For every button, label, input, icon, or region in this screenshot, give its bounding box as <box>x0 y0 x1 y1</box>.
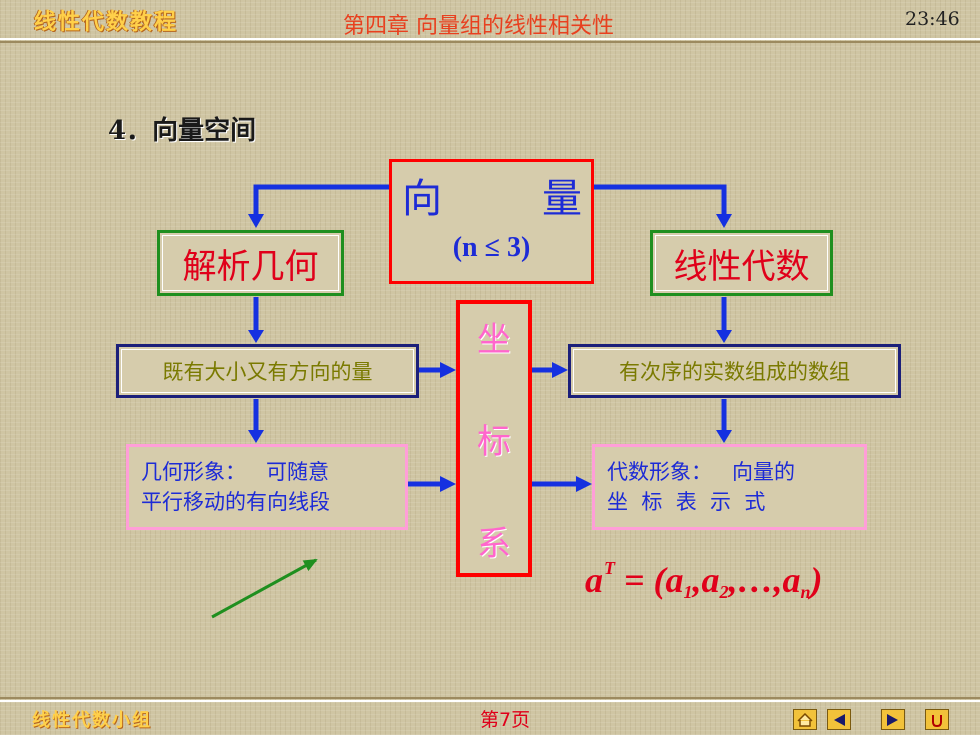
group-name: 线性代数小组 <box>32 710 152 731</box>
chapter-title: 第四章 向量组的线性相关性 <box>343 14 614 39</box>
arrow-vector-to-algebra <box>594 184 727 222</box>
geometry-definition-text: 既有大小又有方向的量 <box>162 360 373 384</box>
vector-transpose-formula: aT = (a1,a2,…,an) <box>585 558 823 602</box>
next-button[interactable] <box>881 709 905 730</box>
green-pointer-arrow <box>211 558 318 619</box>
footer-divider-highlight <box>0 700 980 702</box>
analytic-geometry-box: 解析几何 <box>157 230 344 296</box>
linear-algebra-label: 线性代数 <box>673 246 810 287</box>
course-title: 线性代数教程 <box>34 9 179 35</box>
header-divider <box>0 38 980 40</box>
geometry-definition-box: 既有大小又有方向的量 <box>116 344 419 398</box>
linear-algebra-box: 线性代数 <box>650 230 833 296</box>
previous-button[interactable] <box>827 709 851 730</box>
coordinate-char-2: 标 <box>477 422 511 462</box>
return-icon <box>932 714 942 727</box>
vector-box: 向 量 (n ≤ 3) <box>389 159 594 284</box>
vector-label: 向 量 <box>402 166 582 224</box>
analytic-geometry-label: 解析几何 <box>182 246 319 287</box>
vector-char-2: 量 <box>542 176 582 222</box>
page-number: 第7页 <box>480 709 531 731</box>
algebra-definition-text: 有次序的实数组成的数组 <box>619 360 850 384</box>
clock-time: 23:46 <box>905 8 960 30</box>
vector-condition: (n ≤ 3) <box>452 232 531 263</box>
algebra-definition-box: 有次序的实数组成的数组 <box>568 344 901 398</box>
coordinate-system-box: 坐 标 系 <box>456 300 532 577</box>
section-heading: 4．向量空间 <box>108 116 257 146</box>
coordinate-char-1: 坐 <box>477 320 511 360</box>
prev-icon <box>834 713 845 726</box>
geometric-image-line-2: 平行移动的有向线段 <box>141 490 330 514</box>
home-icon <box>797 712 813 727</box>
next-icon <box>887 713 898 726</box>
algebraic-image-box: 代数形象： 向量的 坐 标 表 示 式 <box>592 444 867 530</box>
algebraic-image-line-2: 坐 标 表 示 式 <box>607 490 766 514</box>
return-button[interactable] <box>925 709 949 730</box>
header-divider-shadow <box>0 41 980 43</box>
arrow-vector-to-geometry <box>253 184 389 222</box>
vector-char-1: 向 <box>402 176 442 222</box>
footer-divider <box>0 697 980 699</box>
geometric-image-line-1: 几何形象： 可随意 <box>141 460 330 484</box>
home-button[interactable] <box>793 709 817 730</box>
coordinate-char-3: 系 <box>477 524 511 564</box>
algebraic-image-line-1: 代数形象： 向量的 <box>607 460 796 484</box>
geometric-image-box: 几何形象： 可随意 平行移动的有向线段 <box>126 444 408 530</box>
